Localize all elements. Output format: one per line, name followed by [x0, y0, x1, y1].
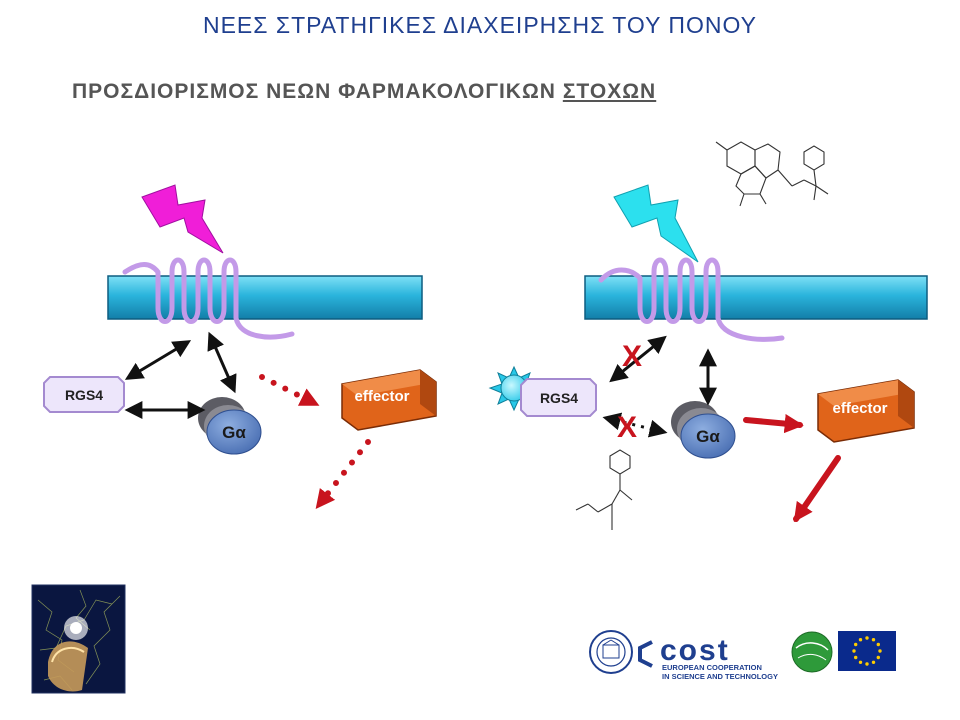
cell-membrane-left [107, 275, 423, 320]
arrow-receptor-ga-left [207, 331, 237, 394]
eu-star-icon [854, 655, 858, 660]
signal-bolt-left [141, 184, 224, 254]
cost-tagline-2: IN SCIENCE AND TECHNOLOGY [662, 672, 778, 681]
chemical-structure-bottom [575, 449, 633, 530]
block-mark-rgs4-ga: X [617, 411, 637, 444]
cell-membrane-right [584, 275, 928, 320]
eu-star-icon [865, 662, 869, 666]
left-panel: RGS4 Gα effector [43, 184, 437, 510]
right-panel: RGS4 Gα effector X X [488, 141, 928, 530]
rgs4-box-left: RGS4 [43, 376, 125, 413]
signal-bolt-right [613, 184, 699, 263]
cost-word: cost [660, 634, 730, 667]
subtitle-underlined: ΣΤΟΧΩΝ [562, 80, 657, 103]
ga-label-left: Gα [222, 423, 246, 442]
eu-star-icon [858, 638, 863, 642]
dotted-arrow-to-effector-left [259, 374, 320, 407]
arrow-receptor-rgs4-right [609, 335, 667, 383]
slide-title: ΝΕΕΣ ΣΤΡΑΤΗΓΙΚΕΣ ΔΙΑΧΕΙΡΗΣΗΣ ΤΟΥ ΠΟΝΟΥ [202, 12, 757, 38]
chemical-structure-top [715, 141, 829, 207]
arrow-receptor-rgs4-left [124, 340, 192, 380]
eu-star-icon [871, 638, 876, 642]
rgs4-label-right: RGS4 [540, 390, 578, 406]
effector-label-right: effector [832, 400, 887, 417]
rgs4-label-left: RGS4 [65, 387, 103, 403]
g-alpha-left: Gα [198, 397, 262, 455]
dotted-arrow-rgs4-ga-right [602, 412, 668, 438]
block-mark-receptor-rgs4: X [622, 340, 642, 373]
rgs4-box-right: RGS4 [520, 378, 597, 417]
effector-box-right: effector [817, 379, 915, 443]
subtitle-main: ΠΡΟΣΔΙΟΡΙΣΜΟΣ ΝΕΩΝ ΦΑΡΜΑΚΟΛΟΓΙΚΩΝ [72, 80, 563, 103]
effector-label-left: effector [354, 388, 409, 405]
eu-flag-icon [838, 631, 896, 671]
gpcr-receptor-right [598, 257, 785, 342]
effector-box-left: effector [341, 369, 437, 431]
eu-star-icon [871, 660, 876, 664]
g-alpha-right: Gα [671, 401, 736, 459]
arrow-from-effector-right [793, 455, 841, 523]
molecule-image [31, 584, 126, 694]
dotted-arrow-from-effector-left [315, 439, 371, 510]
eu-star-icon [854, 642, 858, 647]
university-seal [589, 630, 633, 674]
cost-mark-icon [638, 640, 653, 668]
eu-star-icon [852, 649, 856, 653]
slide-subtitle: ΠΡΟΣΔΙΟΡΙΣΜΟΣ ΝΕΩΝ ΦΑΡΜΑΚΟΛΟΓΙΚΩΝ ΣΤΟΧΩΝ [72, 80, 656, 104]
ga-label-right: Gα [696, 427, 720, 446]
gpcr-receptor-left [122, 257, 295, 340]
arrow-ga-to-effector-right [743, 414, 804, 434]
green-partner-logo [791, 631, 833, 673]
eu-star-icon [858, 660, 863, 664]
cost-logo: cost EUROPEAN COOPERATION IN SCIENCE AND… [638, 634, 778, 681]
eu-star-icon [878, 649, 882, 653]
eu-star-icon [876, 642, 880, 647]
eu-star-icon [876, 655, 880, 660]
cost-tagline-1: EUROPEAN COOPERATION [662, 663, 762, 672]
eu-star-icon [865, 636, 869, 640]
